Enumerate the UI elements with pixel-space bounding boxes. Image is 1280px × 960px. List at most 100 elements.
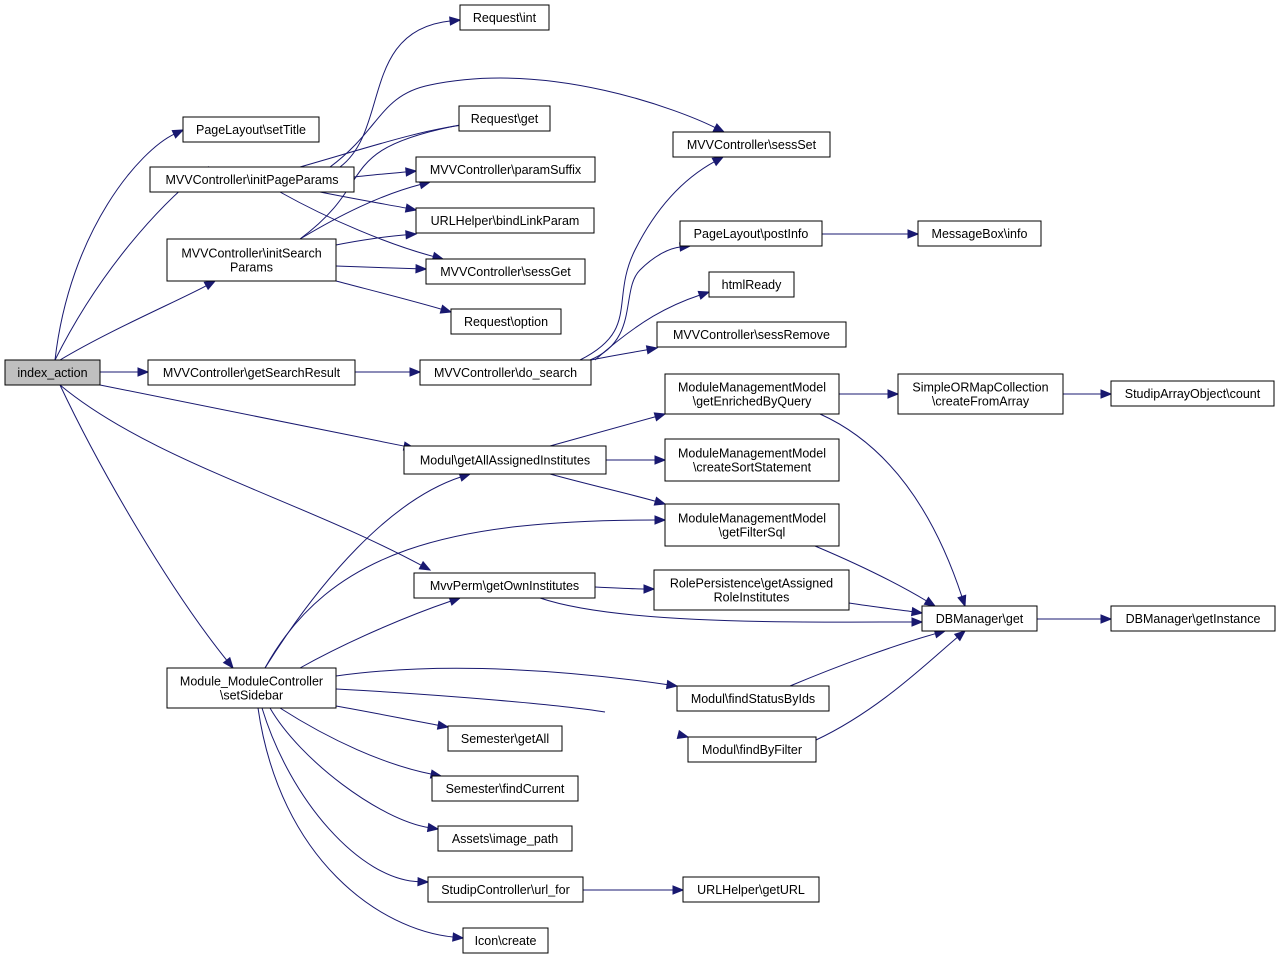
- edge-line: [329, 77, 717, 168]
- node-htmlReady[interactable]: htmlReady: [708, 271, 795, 298]
- node-box[interactable]: [664, 438, 840, 482]
- edge-arrowhead: [222, 656, 234, 670]
- edge-line: [539, 597, 914, 623]
- node-box[interactable]: [182, 116, 320, 143]
- node-label: RoleInstitutes: [714, 591, 790, 605]
- node-box[interactable]: [458, 105, 551, 132]
- node-box[interactable]: [917, 220, 1042, 247]
- node-box[interactable]: [425, 258, 586, 285]
- edge-line: [269, 707, 430, 829]
- node-getURL[interactable]: URLHelper\getURL: [682, 876, 820, 903]
- edge-line: [814, 545, 928, 602]
- node-findStatusByIds[interactable]: Modul\findStatusByIds: [676, 685, 830, 712]
- node-index-action[interactable]: index_action: [4, 359, 101, 386]
- edge-getOwnInstitutes-to-db_get: [539, 597, 924, 627]
- node-req-int[interactable]: Request\int: [459, 4, 550, 31]
- node-label: MVVController\initPageParams: [166, 173, 339, 187]
- node-msg-info[interactable]: MessageBox\info: [917, 220, 1042, 247]
- node-box[interactable]: [653, 569, 850, 611]
- node-box[interactable]: [1110, 605, 1276, 632]
- node-getEnrichedByQuery[interactable]: ModuleManagementModel\getEnrichedByQuery: [664, 373, 840, 415]
- node-box[interactable]: [682, 876, 820, 903]
- node-box[interactable]: [1110, 380, 1275, 407]
- node-findByFilter[interactable]: Modul\findByFilter: [687, 736, 817, 763]
- node-box[interactable]: [419, 359, 592, 386]
- node-box[interactable]: [431, 775, 579, 802]
- node-box[interactable]: [4, 359, 101, 386]
- node-getInstance[interactable]: DBManager\getInstance: [1110, 605, 1276, 632]
- node-box[interactable]: [413, 572, 596, 599]
- node-getAssignedRoleInstitutes[interactable]: RolePersistence\getAssignedRoleInstitute…: [653, 569, 850, 611]
- node-box[interactable]: [679, 220, 823, 247]
- node-box[interactable]: [415, 207, 595, 234]
- node-label: Request\get: [471, 112, 539, 126]
- node-createFromArray[interactable]: SimpleORMapCollection\createFromArray: [897, 373, 1064, 415]
- edge-index_action-to-setTitle: [54, 129, 185, 361]
- edge-line: [335, 688, 606, 713]
- node-box[interactable]: [459, 4, 550, 31]
- node-getSearchResult[interactable]: MVVController\getSearchResult: [147, 359, 356, 386]
- node-image-path[interactable]: Assets\image_path: [437, 825, 573, 852]
- node-box[interactable]: [437, 825, 573, 852]
- node-box[interactable]: [447, 725, 563, 752]
- node-setTitle[interactable]: PageLayout\setTitle: [182, 116, 320, 143]
- node-label: ModuleManagementModel: [678, 447, 826, 461]
- edge-setSidebar-to-getFilterSql: [264, 515, 667, 669]
- node-box[interactable]: [656, 321, 847, 348]
- node-initPageParams[interactable]: MVVController\initPageParams: [149, 166, 355, 193]
- edge-getAssignedRoleInstitutes-to-db_get: [848, 602, 924, 617]
- node-box[interactable]: [166, 238, 337, 282]
- node-box[interactable]: [687, 736, 817, 763]
- edge-arrowhead: [676, 729, 690, 740]
- edge-arrowhead: [426, 822, 440, 833]
- node-getAllAssignedInstitutes[interactable]: Modul\getAllAssignedInstitutes: [403, 445, 607, 475]
- edge-setSidebar-to-findByFilter: [335, 688, 690, 740]
- node-box[interactable]: [450, 308, 562, 335]
- node-arr-count[interactable]: StudipArrayObject\count: [1110, 380, 1275, 407]
- node-box[interactable]: [708, 271, 795, 298]
- node-req-get[interactable]: Request\get: [458, 105, 551, 132]
- node-do-search[interactable]: MVVController\do_search: [419, 359, 592, 386]
- node-sessRemove[interactable]: MVVController\sessRemove: [656, 321, 847, 348]
- node-label: htmlReady: [722, 278, 782, 292]
- node-bindLinkParam[interactable]: URLHelper\bindLinkParam: [415, 207, 595, 234]
- node-icon-create[interactable]: Icon\create: [462, 927, 549, 954]
- edge-arrowhead: [415, 263, 428, 274]
- node-req-option[interactable]: Request\option: [450, 308, 562, 335]
- node-box[interactable]: [147, 359, 356, 386]
- node-url-for[interactable]: StudipController\url_for: [427, 876, 584, 903]
- node-box[interactable]: [897, 373, 1064, 415]
- node-createSortStatement[interactable]: ModuleManagementModel\createSortStatemen…: [664, 438, 840, 482]
- node-box[interactable]: [676, 685, 830, 712]
- edge-line: [335, 265, 418, 270]
- node-label: \setSidebar: [220, 689, 283, 703]
- node-setSidebar[interactable]: Module_ModuleController\setSidebar: [166, 667, 337, 709]
- node-label: PageLayout\setTitle: [196, 123, 306, 137]
- nodes-layer: index_action PageLayout\setTitleMVVContro…: [4, 4, 1276, 954]
- node-box[interactable]: [149, 166, 355, 193]
- node-sem-getAll[interactable]: Semester\getAll: [447, 725, 563, 752]
- node-sem-findCurrent[interactable]: Semester\findCurrent: [431, 775, 579, 802]
- node-postInfo[interactable]: PageLayout\postInfo: [679, 220, 823, 247]
- node-getOwnInstitutes[interactable]: MvvPerm\getOwnInstitutes: [413, 572, 596, 599]
- edge-line: [594, 586, 646, 590]
- node-box[interactable]: [664, 503, 840, 547]
- node-box[interactable]: [672, 131, 831, 158]
- node-sessSet[interactable]: MVVController\sessSet: [672, 131, 831, 158]
- edge-arrowhead: [137, 367, 150, 377]
- node-box[interactable]: [427, 876, 584, 903]
- node-box[interactable]: [664, 373, 840, 415]
- node-box[interactable]: [415, 156, 596, 183]
- node-sessGet[interactable]: MVVController\sessGet: [425, 258, 586, 285]
- node-box[interactable]: [166, 667, 337, 709]
- edge-setSidebar-to-sem_getAll: [335, 705, 450, 730]
- node-getFilterSql[interactable]: ModuleManagementModel\getFilterSql: [664, 503, 840, 547]
- node-box[interactable]: [462, 927, 549, 954]
- node-db-get[interactable]: DBManager\get: [921, 605, 1038, 632]
- node-box[interactable]: [403, 445, 607, 475]
- edge-arrowhead: [643, 584, 656, 594]
- node-box[interactable]: [921, 605, 1038, 632]
- node-paramSuffix[interactable]: MVVController\paramSuffix: [415, 156, 596, 183]
